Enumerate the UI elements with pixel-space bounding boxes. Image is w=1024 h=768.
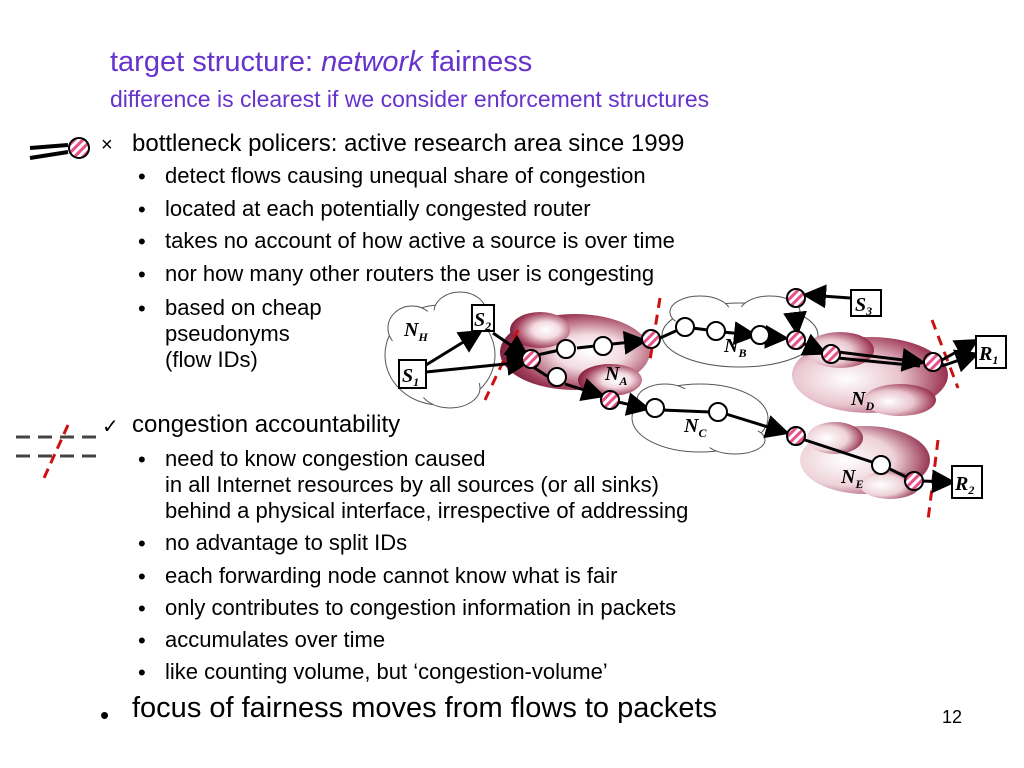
node-s1: S1: [398, 359, 427, 389]
bullet-dot: •: [138, 164, 146, 189]
node-r1: R1: [975, 335, 1007, 369]
section1-bullet-5-line-1: based on cheap: [165, 295, 322, 320]
label-network-e: NE: [840, 466, 863, 491]
section2-bullet-5: accumulates over time: [165, 627, 386, 652]
section1-bullet-3: takes no account of how active a source …: [165, 228, 675, 253]
page-number: 12: [942, 707, 963, 727]
title-prefix: target structure:: [110, 46, 314, 78]
section1-bullet-5: based on cheap pseudonyms (flow IDs): [165, 295, 322, 373]
bullet-dot: •: [138, 596, 146, 621]
bullet-dot: •: [138, 531, 146, 556]
policer-icon: [29, 137, 90, 160]
section1-bullet-5-line-3: (flow IDs): [165, 347, 258, 372]
focus-statement: focus of fairness moves from flows to pa…: [132, 692, 718, 724]
section2-bullet-6: like counting volume, but ‘congestion-vo…: [165, 659, 608, 684]
label-network-h: NH: [403, 319, 428, 344]
bullet-dot: •: [138, 296, 146, 321]
bullet-dot: •: [138, 660, 146, 685]
section1-bullet-5-line-2: pseudonyms: [165, 321, 290, 346]
section1-bullet-1: detect flows causing unequal share of co…: [165, 163, 646, 188]
bullet-dot: •: [138, 262, 146, 287]
network-cloud-c: [631, 383, 769, 455]
bullet-dot: •: [138, 197, 146, 222]
label-network-c: NC: [683, 415, 707, 440]
section2-bullet-2: no advantage to split IDs: [165, 530, 408, 555]
section2-bullet-1-line-1: need to know congestion caused: [165, 446, 486, 471]
node-r2: R2: [951, 465, 983, 499]
section2-bullet-3: each forwarding node cannot know what is…: [165, 563, 618, 588]
slide-title: target structure: network fairness: [110, 46, 532, 79]
svg-text:S2: S2: [474, 309, 491, 333]
section2-bullet-1-line-3: behind a physical interface, irrespectiv…: [165, 498, 689, 523]
title-suffix: fairness: [430, 46, 533, 78]
svg-text:R1: R1: [978, 343, 998, 367]
packet-dashes-icon: [16, 435, 96, 458]
slide-subtitle: difference is clearest if we consider en…: [110, 86, 710, 112]
label-network-a: NA: [604, 363, 627, 388]
bullet-dot: •: [138, 447, 146, 472]
bullet-dot: •: [100, 700, 110, 730]
bullet-dot: •: [138, 229, 146, 254]
checkmark-icon: ✓: [102, 416, 119, 438]
section2-bullet-4: only contributes to congestion informati…: [165, 595, 677, 620]
router-nodes: [547, 317, 891, 475]
section1-bullet-4: nor how many other routers the user is c…: [165, 261, 655, 286]
title-emphasis: network: [321, 46, 423, 78]
section2-heading: congestion accountability: [132, 411, 401, 438]
bullet-dot: •: [138, 628, 146, 653]
svg-text:R2: R2: [954, 473, 974, 497]
node-s2: S2: [471, 304, 495, 333]
svg-text:S3: S3: [855, 294, 872, 318]
policer-nodes: [521, 288, 943, 491]
boundary-dash: [42, 424, 70, 479]
section2-bullet-1-line-2: in all Internet resources by all sources…: [165, 472, 659, 497]
bullet-dot: •: [138, 564, 146, 589]
flow-paths: [425, 284, 980, 494]
cross-icon: ×: [101, 134, 113, 156]
section1-heading: bottleneck policers: active research are…: [132, 130, 685, 157]
label-network-b: NB: [723, 335, 746, 360]
svg-text:S1: S1: [402, 365, 419, 389]
section1-bullet-2: located at each potentially congested ro…: [165, 196, 591, 221]
node-s3: S3: [850, 289, 882, 318]
label-network-d: ND: [850, 388, 874, 413]
section2-bullet-1: need to know congestion caused in all In…: [165, 446, 688, 524]
